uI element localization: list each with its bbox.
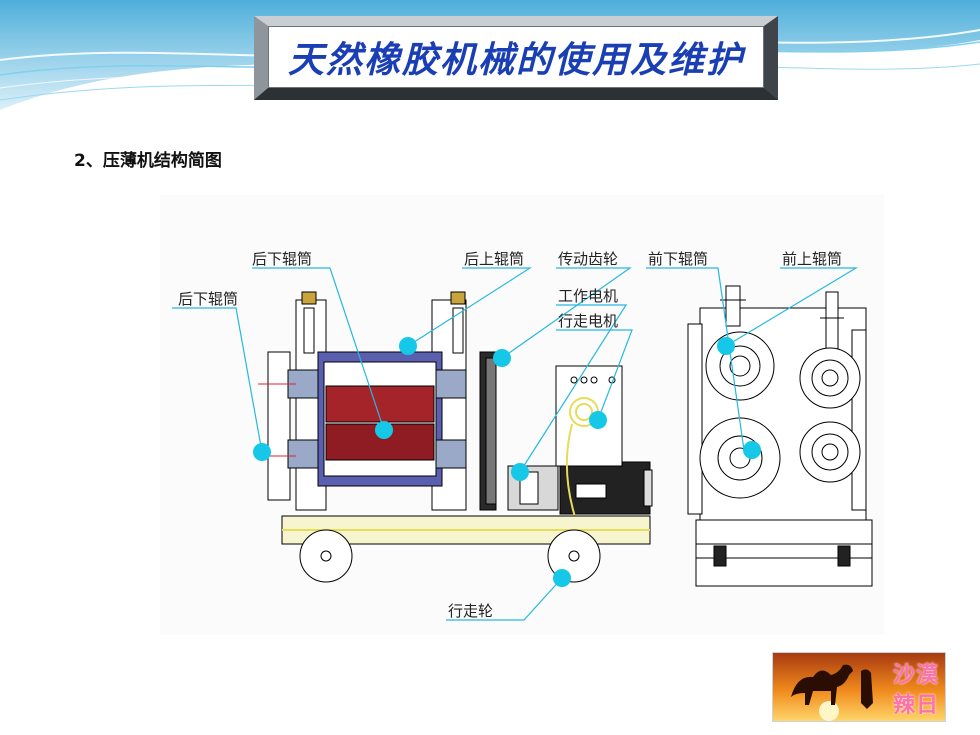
camel-sunset-icon — [773, 653, 945, 721]
label-travel-motor: 行走电机 — [558, 312, 618, 330]
label-travel-wheel: 行走轮 — [448, 602, 493, 620]
label-front-lower-roller: 前下辊筒 — [648, 250, 708, 268]
front-lower-roller-circle — [705, 331, 775, 401]
logo-text-bottom: 辣日 — [892, 692, 939, 718]
marker-travel-motor — [589, 411, 607, 429]
slide-subtitle: 2、压薄机结构简图 — [74, 151, 222, 171]
front-view-drawing — [687, 285, 873, 587]
marker-rear-lower-roller — [375, 421, 393, 439]
marker-working-motor — [511, 463, 529, 481]
slide-title: 天然橡胶机械的使用及维护 — [287, 39, 744, 81]
marker-travel-wheel — [553, 569, 571, 587]
front-travel-wheel — [547, 529, 601, 583]
marker-drive-gear — [493, 349, 511, 367]
logo: 沙漠 辣日 — [772, 652, 946, 722]
marker-front-upper-roller — [717, 337, 735, 355]
rear-upper-roller-body — [325, 385, 435, 423]
label-drive-gear: 传动齿轮 — [558, 250, 618, 268]
front-upper-roller-circle — [799, 347, 861, 409]
marker-rear-upper-roller — [399, 337, 417, 355]
label-front-upper-roller: 前上辊筒 — [782, 250, 842, 268]
marker-rear-lower-roller-left — [253, 443, 271, 461]
side-view-drawing — [258, 291, 653, 583]
leader-lines — [172, 267, 859, 621]
rear-travel-wheel — [299, 529, 353, 583]
logo-text-top: 沙漠 — [892, 662, 939, 688]
title-frame: 天然橡胶机械的使用及维护 — [254, 16, 778, 100]
title-box: 天然橡胶机械的使用及维护 — [268, 26, 764, 88]
markers — [253, 337, 761, 587]
label-rear-lower-roller-top: 后下辊筒 — [252, 250, 312, 268]
label-rear-upper-roller: 后上辊筒 — [464, 250, 524, 268]
label-rear-lower-roller-left: 后下辊筒 — [178, 290, 238, 308]
label-working-motor: 工作电机 — [558, 287, 618, 305]
marker-front-lower-roller — [743, 441, 761, 459]
